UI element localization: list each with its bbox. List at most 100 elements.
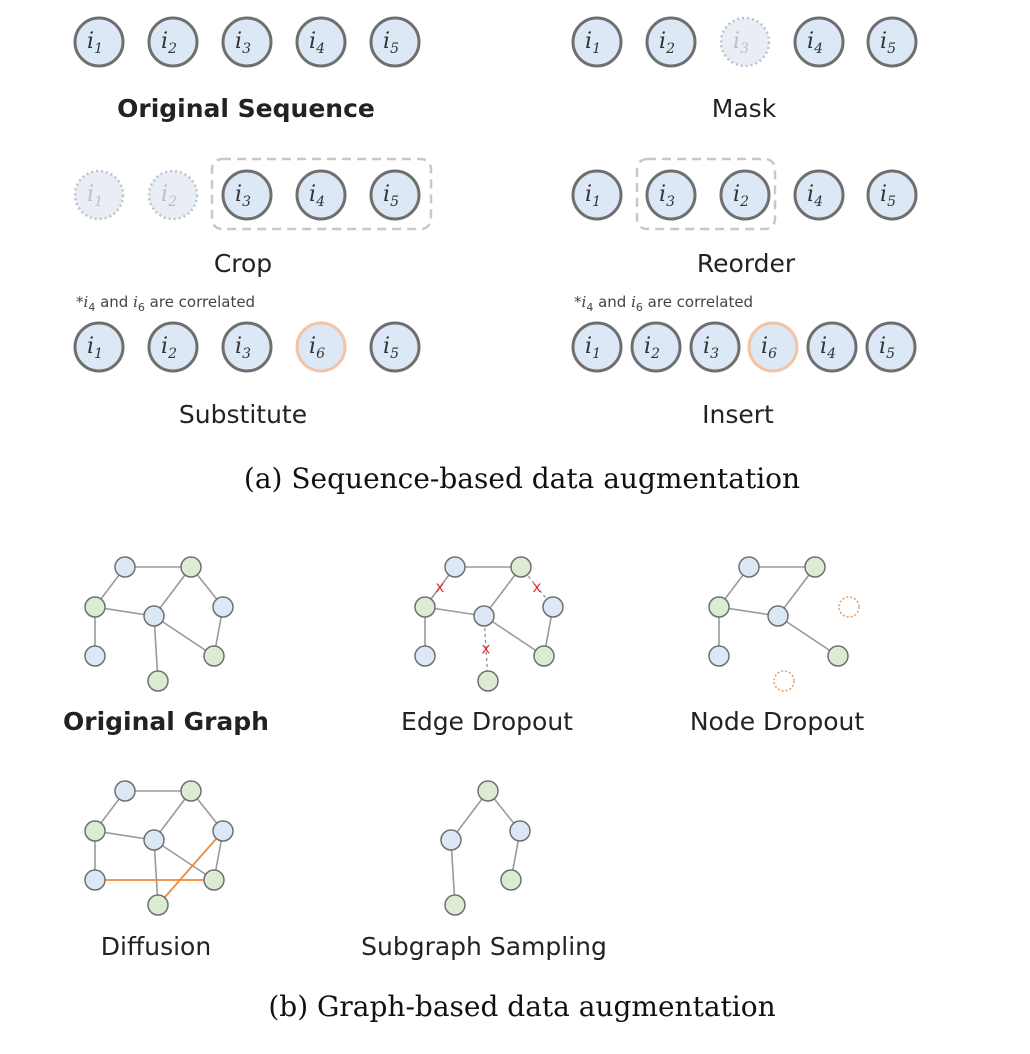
graph-node [444,556,466,578]
token-label: i1 [87,182,103,210]
sequence-crop: i1 i2 i3 i4 i5 [73,157,433,231]
token-i3: i3 [719,16,771,68]
token-i3: i3 [221,169,273,221]
token-label: i4 [820,334,836,362]
token-label: i3 [703,334,719,362]
token-i6: i6 [747,321,799,373]
token-i1: i1 [73,169,125,221]
graph-node [533,645,555,667]
token-label: i3 [235,334,251,362]
token-label: i1 [585,334,601,362]
graph-node [477,670,499,692]
label-original-sequence: Original Sequence [117,94,375,123]
graph-node [84,596,106,618]
graph-node [708,596,730,618]
token-label: i6 [309,334,325,362]
token-label: i6 [761,334,777,362]
token-i1: i1 [73,16,125,68]
removed-edge [483,615,489,682]
token-circle [571,169,623,221]
token-i5: i5 [369,16,421,68]
token-label: i3 [733,29,749,57]
graph-edge [153,615,215,657]
graph-edge [777,615,839,657]
token-label: i2 [733,182,749,210]
token-i4: i4 [793,16,845,68]
graph-node [203,645,225,667]
graph-node [440,829,462,851]
graph-node [203,869,225,891]
token-circle [221,321,273,373]
label-original-graph: Original Graph [63,707,269,736]
token-label: i5 [383,29,399,57]
token-circle [806,321,858,373]
token-label: i5 [880,182,896,210]
graph-node [542,596,564,618]
token-label: i4 [807,29,823,57]
label-diffusion: Diffusion [100,932,212,961]
token-label: i5 [880,29,896,57]
token-circle [147,169,199,221]
caption-graph: (b) Graph-based data augmentation [268,990,776,1023]
graph-node [473,605,495,627]
token-circle [630,321,682,373]
token-circle [865,321,917,373]
token-label: i2 [161,182,177,210]
token-circle [793,169,845,221]
token-i4: i4 [295,16,347,68]
token-i2: i2 [147,169,199,221]
graph-edge [153,615,159,682]
dropped-node [838,596,860,618]
label-subgraph-sampling: Subgraph Sampling [361,932,607,961]
token-circle [719,16,771,68]
token-circle [73,169,125,221]
token-i3: i3 [221,16,273,68]
token-i5: i5 [369,321,421,373]
token-label: i3 [235,29,251,57]
token-i1: i1 [571,321,623,373]
graph-node [804,556,826,578]
token-label: i4 [309,182,325,210]
token-circle [369,321,421,373]
token-circle [866,169,918,221]
token-i5: i5 [865,321,917,373]
graph-edge [153,839,215,881]
graph-subgraph [440,780,531,916]
token-i5: i5 [866,16,918,68]
graph-node [767,605,789,627]
graph-original [84,556,234,692]
token-circle [689,321,741,373]
sequence-insert: i1 i2 i3 i6 i4 i5 [571,321,917,373]
graph-node [143,829,165,851]
token-circle [866,16,918,68]
token-label: i3 [659,182,675,210]
graph-node [212,596,234,618]
label-mask: Mask [711,94,777,123]
token-label: i5 [879,334,895,362]
token-circle [571,16,623,68]
token-circle [645,16,697,68]
token-circle [221,169,273,221]
token-label: i2 [161,334,177,362]
graph-node [143,605,165,627]
token-label: i5 [383,182,399,210]
token-circle [147,321,199,373]
graph-node [738,556,760,578]
crop-window [210,157,433,231]
graph-node [444,894,466,916]
graph-node [500,869,522,891]
token-label: i2 [644,334,660,362]
token-circle [719,169,771,221]
token-i3: i3 [689,321,741,373]
token-circle [295,169,347,221]
graph-node [509,820,531,842]
label-edge-dropout: Edge Dropout [401,707,573,736]
token-circle [793,16,845,68]
token-circle [369,16,421,68]
